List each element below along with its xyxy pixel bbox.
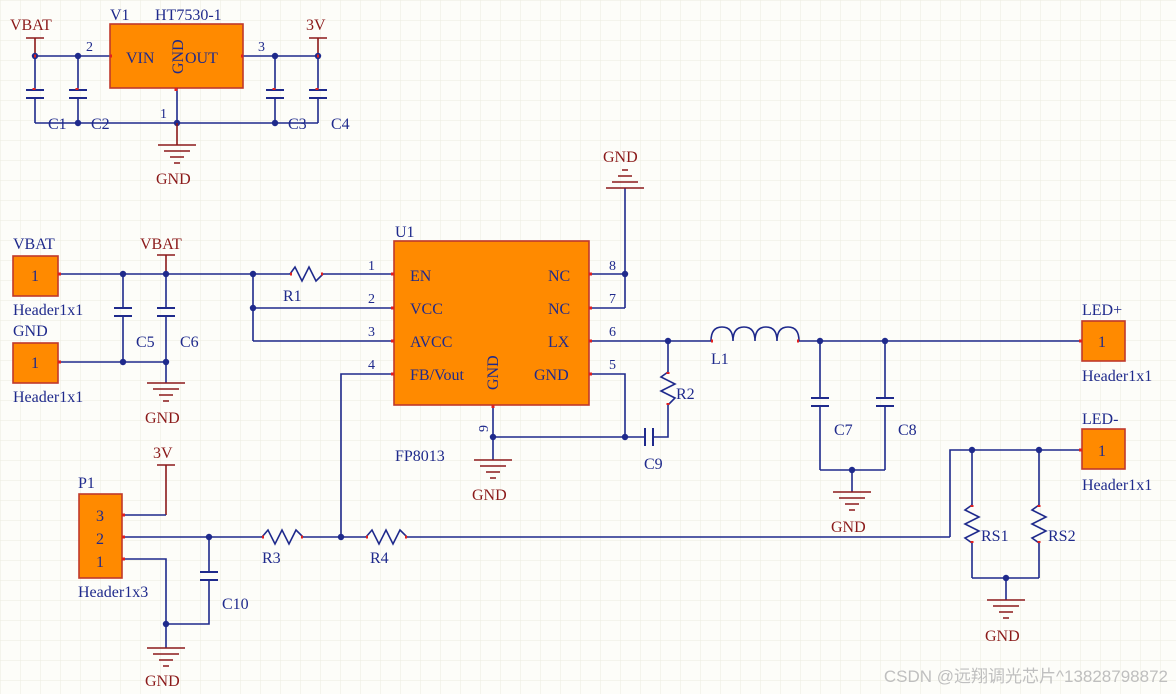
u1-gnd-5: GND [534,367,569,384]
p1-designator: P1 [78,475,95,492]
u1-pin-9: 9 [477,425,492,432]
header-gnd-net: GND [13,323,48,340]
v1-vin: VIN [126,50,155,67]
rs2-label: RS2 [1048,528,1076,545]
c5-label: C5 [136,334,155,351]
u1-pin-4: 4 [368,358,375,373]
power-label-vbat-top: VBAT [10,17,52,34]
u1-center-gnd: GND [485,355,502,390]
u1-pin-1: 1 [368,259,375,274]
u1-lx: LX [548,334,570,351]
v1-gnd: GND [170,39,187,74]
u1-nc-7: NC [548,301,570,318]
watermark: CSDN @远翔调光芯片^13828798872 [884,667,1168,686]
u1-avcc: AVCC [410,334,452,351]
p1-pin-2: 2 [96,531,104,548]
u1-vcc: VCC [410,301,443,318]
u1-pin-3: 3 [368,325,375,340]
u1-pin-6: 6 [609,325,616,340]
header-ledplus-part: Header1x1 [1082,368,1152,385]
power-label-gnd-output: GND [831,519,866,536]
power-label-gnd-p1: GND [145,673,180,690]
power-label-3v-p1: 3V [153,445,173,462]
l1-label: L1 [711,351,729,368]
header-vbat-pin: 1 [31,268,39,285]
u1-designator: U1 [395,224,415,241]
header-ledminus-part: Header1x1 [1082,477,1152,494]
header-gnd-pin: 1 [31,355,39,372]
c3-label: C3 [288,116,307,133]
c2-label: C2 [91,116,110,133]
regulator-section: VBAT 3V 2 3 V1 HT7530-1 VIN OUT GND 1 C1… [10,7,350,188]
u1-part: FP8013 [395,448,445,465]
c10-label: C10 [222,596,249,613]
header-vbat-part: Header1x1 [13,302,83,319]
header-gnd-part: Header1x1 [13,389,83,406]
r1-label: R1 [283,288,302,305]
power-label-gnd-sense: GND [985,628,1020,645]
power-label-gnd-input: GND [145,410,180,427]
header-p1[interactable] [78,493,123,579]
u1-pin-5: 5 [609,358,616,373]
driver-section: U1 1 2 3 4 EN VCC AVCC FB/Vout NC NC LX … [368,149,711,504]
v1-out: OUT [185,50,218,67]
u1-pin-7: 7 [609,292,616,307]
r3-label: R3 [262,550,281,567]
c8-label: C8 [898,422,917,439]
pin-tips [32,54,1082,561]
r4-label: R4 [370,550,389,567]
u1-pin-2: 2 [368,292,375,307]
v1-part: HT7530-1 [155,7,222,24]
u1-fb: FB/Vout [410,367,465,384]
power-label-gnd-v1: GND [156,171,191,188]
header-ledplus-pin: 1 [1098,334,1106,351]
power-label-gnd-top: GND [603,149,638,166]
c9-label: C9 [644,456,663,473]
output-section: L1 C7 C8 GND LED+ 1 Header1x1 LED- 1 Hea… [710,302,1152,645]
u1-en: EN [410,268,432,285]
header-vbat[interactable] [12,255,59,297]
v1-pin-1: 1 [160,107,167,122]
power-label-3v-top: 3V [306,17,326,34]
c6-label: C6 [180,334,199,351]
driver-u1[interactable] [393,240,590,406]
v1-pin-3: 3 [258,40,265,55]
c1-label: C1 [48,116,67,133]
header-ledminus-pin: 1 [1098,443,1106,460]
c7-label: C7 [834,422,853,439]
u1-pin-8: 8 [609,259,616,274]
u1-nc-8: NC [548,268,570,285]
power-label-gnd-u1: GND [472,487,507,504]
c4-label: C4 [331,116,350,133]
rs1-label: RS1 [981,528,1009,545]
r2-label: R2 [676,386,695,403]
header-ledplus-net: LED+ [1082,302,1122,319]
v1-designator: V1 [110,7,130,24]
p1-part: Header1x3 [78,584,148,601]
p1-pin-3: 3 [96,508,104,525]
power-label-vbat-mid: VBAT [140,236,182,253]
v1-pin-2: 2 [86,40,93,55]
header-vbat-net: VBAT [13,236,55,253]
header-ledminus-net: LED- [1082,411,1118,428]
p1-pin-1: 1 [96,554,104,571]
